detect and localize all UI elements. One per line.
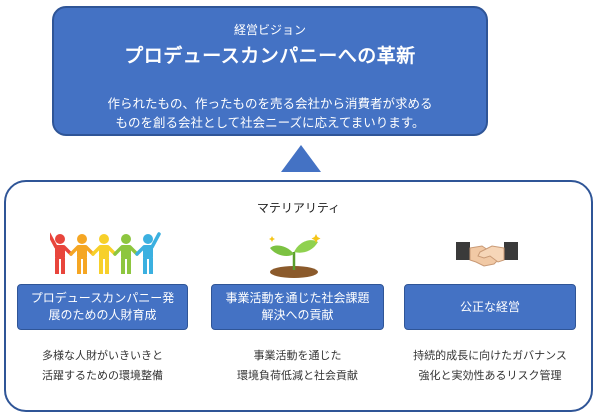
materiality-item-3-description: 持続的成長に向けたガバナンス 強化と実効性あるリスク管理 xyxy=(396,346,584,386)
up-triangle-arrow xyxy=(281,145,321,172)
vision-description-line-1: 作られたもの、作ったものを売る会社から消費者が求める xyxy=(107,96,433,111)
item-2-desc-line-2: 環境負荷低減と社会貢献 xyxy=(237,369,358,382)
person-figure xyxy=(69,234,95,274)
vision-description-line-2: ものを創る会社として社会ニーズに応えてまいります。 xyxy=(115,115,425,130)
materiality-item-2-description: 事業活動を通じた 環境負荷低減と社会貢献 xyxy=(211,346,384,386)
sprout-icon xyxy=(269,234,321,278)
materiality-item-hr-development: プロデュースカンパニー発 展のための人財育成 xyxy=(17,284,188,330)
person-figure xyxy=(91,234,117,274)
materiality-item-1-description: 多様な人財がいきいきと 活躍するための環境整備 xyxy=(17,346,188,386)
vision-label: 経営ビジョン xyxy=(233,23,306,37)
item-3-desc-line-2: 強化と実効性あるリスク管理 xyxy=(418,369,562,382)
item-1-label-line-2: 展のための人財育成 xyxy=(48,308,157,322)
materiality-item-fair-management: 公正な経営 xyxy=(404,284,576,330)
item-2-label-line-2: 解決への貢献 xyxy=(261,308,334,322)
person-figure xyxy=(50,232,73,274)
person-figure xyxy=(135,232,161,274)
people-holding-hands-icon xyxy=(50,232,161,274)
item-2-desc-line-1: 事業活動を通じた xyxy=(253,349,342,362)
item-1-desc-line-2: 活躍するための環境整備 xyxy=(42,369,163,382)
vision-description: 作られたもの、作ったものを売る会社から消費者が求める ものを創る会社として社会ニ… xyxy=(54,94,486,132)
person-figure xyxy=(113,234,139,274)
item-3-label-line-1: 公正な経営 xyxy=(459,299,520,314)
materiality-title: マテリアリティ xyxy=(256,201,341,215)
item-2-label-line-1: 事業活動を通じた社会課題 xyxy=(225,291,370,305)
item-1-label-line-1: プロデュースカンパニー発 xyxy=(30,291,175,305)
vision-box: 経営ビジョン プロデュースカンパニーへの革新 作られたもの、作ったものを売る会社… xyxy=(52,6,488,136)
item-3-desc-line-1: 持続的成長に向けたガバナンス xyxy=(413,349,567,362)
item-1-desc-line-1: 多様な人財がいきいきと xyxy=(42,349,163,362)
handshake-icon xyxy=(456,242,518,267)
vision-title: プロデュースカンパニーへの革新 xyxy=(124,45,416,67)
materiality-item-social-issues: 事業活動を通じた社会課題 解決への貢献 xyxy=(211,284,384,330)
